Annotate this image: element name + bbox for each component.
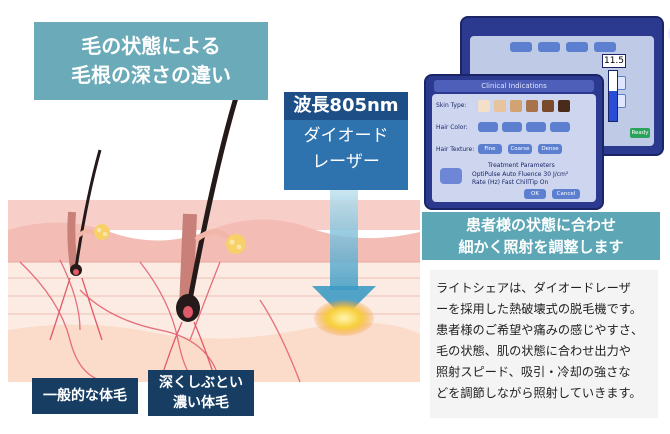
normal-hair-label-text: 一般的な体毛 bbox=[43, 388, 127, 404]
description-line: 患者様のご希望や痛みの感じやすさ、 bbox=[436, 323, 644, 337]
skin-cross-section-illustration bbox=[8, 71, 420, 383]
sebaceous-gland-2 bbox=[194, 229, 246, 254]
fluence-bar bbox=[608, 70, 618, 122]
thick-hair-label: 深くしぶとい 濃い体毛 bbox=[148, 370, 254, 416]
skin-type-chip bbox=[542, 100, 554, 112]
sebaceous-gland-1 bbox=[76, 224, 110, 240]
headline-banner: 毛の状態による 毛根の深さの違い bbox=[34, 22, 268, 100]
subcutaneous-fat bbox=[8, 322, 420, 382]
thick-hair-label-line-2: 濃い体毛 bbox=[173, 395, 229, 411]
description-line: ライトシェアは、ダイオードレーザ bbox=[436, 281, 631, 295]
device-screen-image: M 11.5 Ready Clinical Indications Skin T… bbox=[424, 16, 670, 210]
wavelength-title: 波長805nm bbox=[284, 92, 408, 120]
clinical-indications-screen: Skin Type: Hair Color: Hair Texture: Fin… bbox=[432, 94, 596, 202]
description-line: ーを採用した熱破壊式の脱毛機です。 bbox=[436, 302, 642, 316]
treatment-params-label: Treatment Parameters bbox=[488, 162, 555, 169]
ready-button: Ready bbox=[630, 128, 650, 138]
headline-line-2: 毛根の深さの違い bbox=[71, 63, 231, 87]
cancel-button: Cancel bbox=[552, 189, 580, 199]
texture-fine-option: Fine bbox=[478, 144, 502, 154]
adjustment-heading: 患者様の状態に合わせ 細かく照射を調整します bbox=[422, 212, 660, 260]
wavelength-subtitle-line-2: レーザー bbox=[312, 152, 380, 172]
fluence-value: 11.5 bbox=[602, 54, 626, 68]
device-logo: M bbox=[668, 24, 670, 44]
description-box: ライトシェアは、ダイオードレーザ ーを採用した熱破壊式の脱毛機です。 患者様のご… bbox=[430, 270, 658, 418]
ok-button: OK bbox=[524, 189, 546, 199]
wavelength-label: 波長805nm ダイオード レーザー bbox=[284, 92, 408, 190]
skin-type-chip bbox=[478, 100, 490, 112]
laser-beam bbox=[312, 190, 376, 318]
skin-type-chip bbox=[526, 100, 538, 112]
skin-type-label: Skin Type: bbox=[436, 102, 467, 109]
texture-coarse-option: Coarse bbox=[508, 144, 532, 154]
skin-type-chip bbox=[510, 100, 522, 112]
handpiece-icon bbox=[440, 168, 462, 184]
heat-spot bbox=[314, 300, 374, 336]
adjustment-heading-line-1: 患者様の状態に合わせ bbox=[465, 216, 616, 234]
hair-color-label: Hair Color: bbox=[436, 124, 468, 131]
description-line: どを調節しながら照射していきます。 bbox=[436, 386, 642, 400]
device-front-panel: Clinical Indications Skin Type: Hair Col… bbox=[424, 74, 604, 210]
texture-dense-option: Dense bbox=[538, 144, 562, 154]
skin-type-chip bbox=[494, 100, 506, 112]
treatment-param-line-2: Rate (Hz) Fast ChillTip On bbox=[472, 179, 549, 186]
normal-hair-follicle bbox=[49, 149, 103, 341]
headline-line-1: 毛の状態による bbox=[81, 34, 221, 58]
thick-hair-label-line-1: 深くしぶとい bbox=[159, 375, 243, 391]
wavelength-subtitle-line-1: ダイオード bbox=[303, 126, 389, 146]
treatment-param-line-1: OptiPulse Auto Fluence 30 J/cm² bbox=[472, 171, 569, 178]
adjustment-heading-line-2: 細かく照射を調整します bbox=[458, 238, 624, 256]
description-line: 照射スピード、吸引・冷却の強さな bbox=[436, 365, 631, 379]
skin-type-chip bbox=[558, 100, 570, 112]
hair-texture-label: Hair Texture: bbox=[436, 146, 475, 153]
clinical-indications-header: Clinical Indications bbox=[434, 80, 594, 92]
epidermis-wave bbox=[8, 219, 420, 262]
description-line: 毛の状態、肌の状態に合わせ出力や bbox=[436, 344, 631, 358]
normal-hair-label: 一般的な体毛 bbox=[32, 378, 138, 414]
